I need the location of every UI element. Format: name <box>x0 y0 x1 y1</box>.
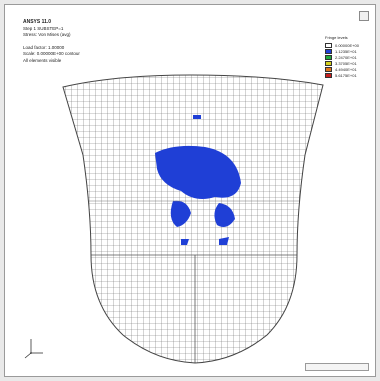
legend-swatch <box>325 72 332 78</box>
status-bar <box>305 363 369 371</box>
legend-swatch <box>325 60 332 66</box>
close-icon[interactable] <box>359 11 369 21</box>
result-header: ANSYS 11.0 Step 1 SUBSTEP=1 Stress: Von … <box>23 19 80 64</box>
header-line-2: Stress: Von Mises (avg) <box>23 32 71 37</box>
header-line-1: Step 1 SUBSTEP=1 <box>23 25 64 31</box>
legend-row: 4.4940E+01 <box>325 66 371 72</box>
header-line-4: Scale: 0.00000E+00 contour <box>23 51 80 56</box>
stress-region <box>170 200 191 227</box>
stress-region <box>193 115 201 119</box>
fringe-legend: Fringe levels 0.00000E+00 1.1235E+01 2.2… <box>325 35 371 78</box>
header-title: ANSYS 11.0 <box>23 19 52 25</box>
legend-row: 3.3705E+01 <box>325 60 371 66</box>
legend-swatch <box>325 66 332 72</box>
legend-swatch <box>325 54 332 60</box>
stress-region <box>219 237 229 245</box>
header-line-3: Load factor: 1.00000 <box>23 44 65 50</box>
axis-triad-icon <box>24 339 43 359</box>
legend-row: 2.2470E+01 <box>325 54 371 60</box>
hull-mesh <box>62 74 324 364</box>
legend-title: Fringe levels <box>325 35 348 40</box>
header-line-5: All elements visible <box>23 57 62 63</box>
stress-region <box>155 145 241 199</box>
stress-region <box>181 239 189 245</box>
legend-row: 1.1235E+01 <box>325 48 371 54</box>
viewport-window: ANSYS 11.0 Step 1 SUBSTEP=1 Stress: Von … <box>4 4 376 377</box>
legend-swatch <box>325 42 332 48</box>
stress-region <box>214 203 235 227</box>
legend-row: 5.6175E+01 <box>325 72 371 78</box>
legend-row: 0.00000E+00 <box>325 42 371 48</box>
legend-swatch <box>325 48 332 54</box>
